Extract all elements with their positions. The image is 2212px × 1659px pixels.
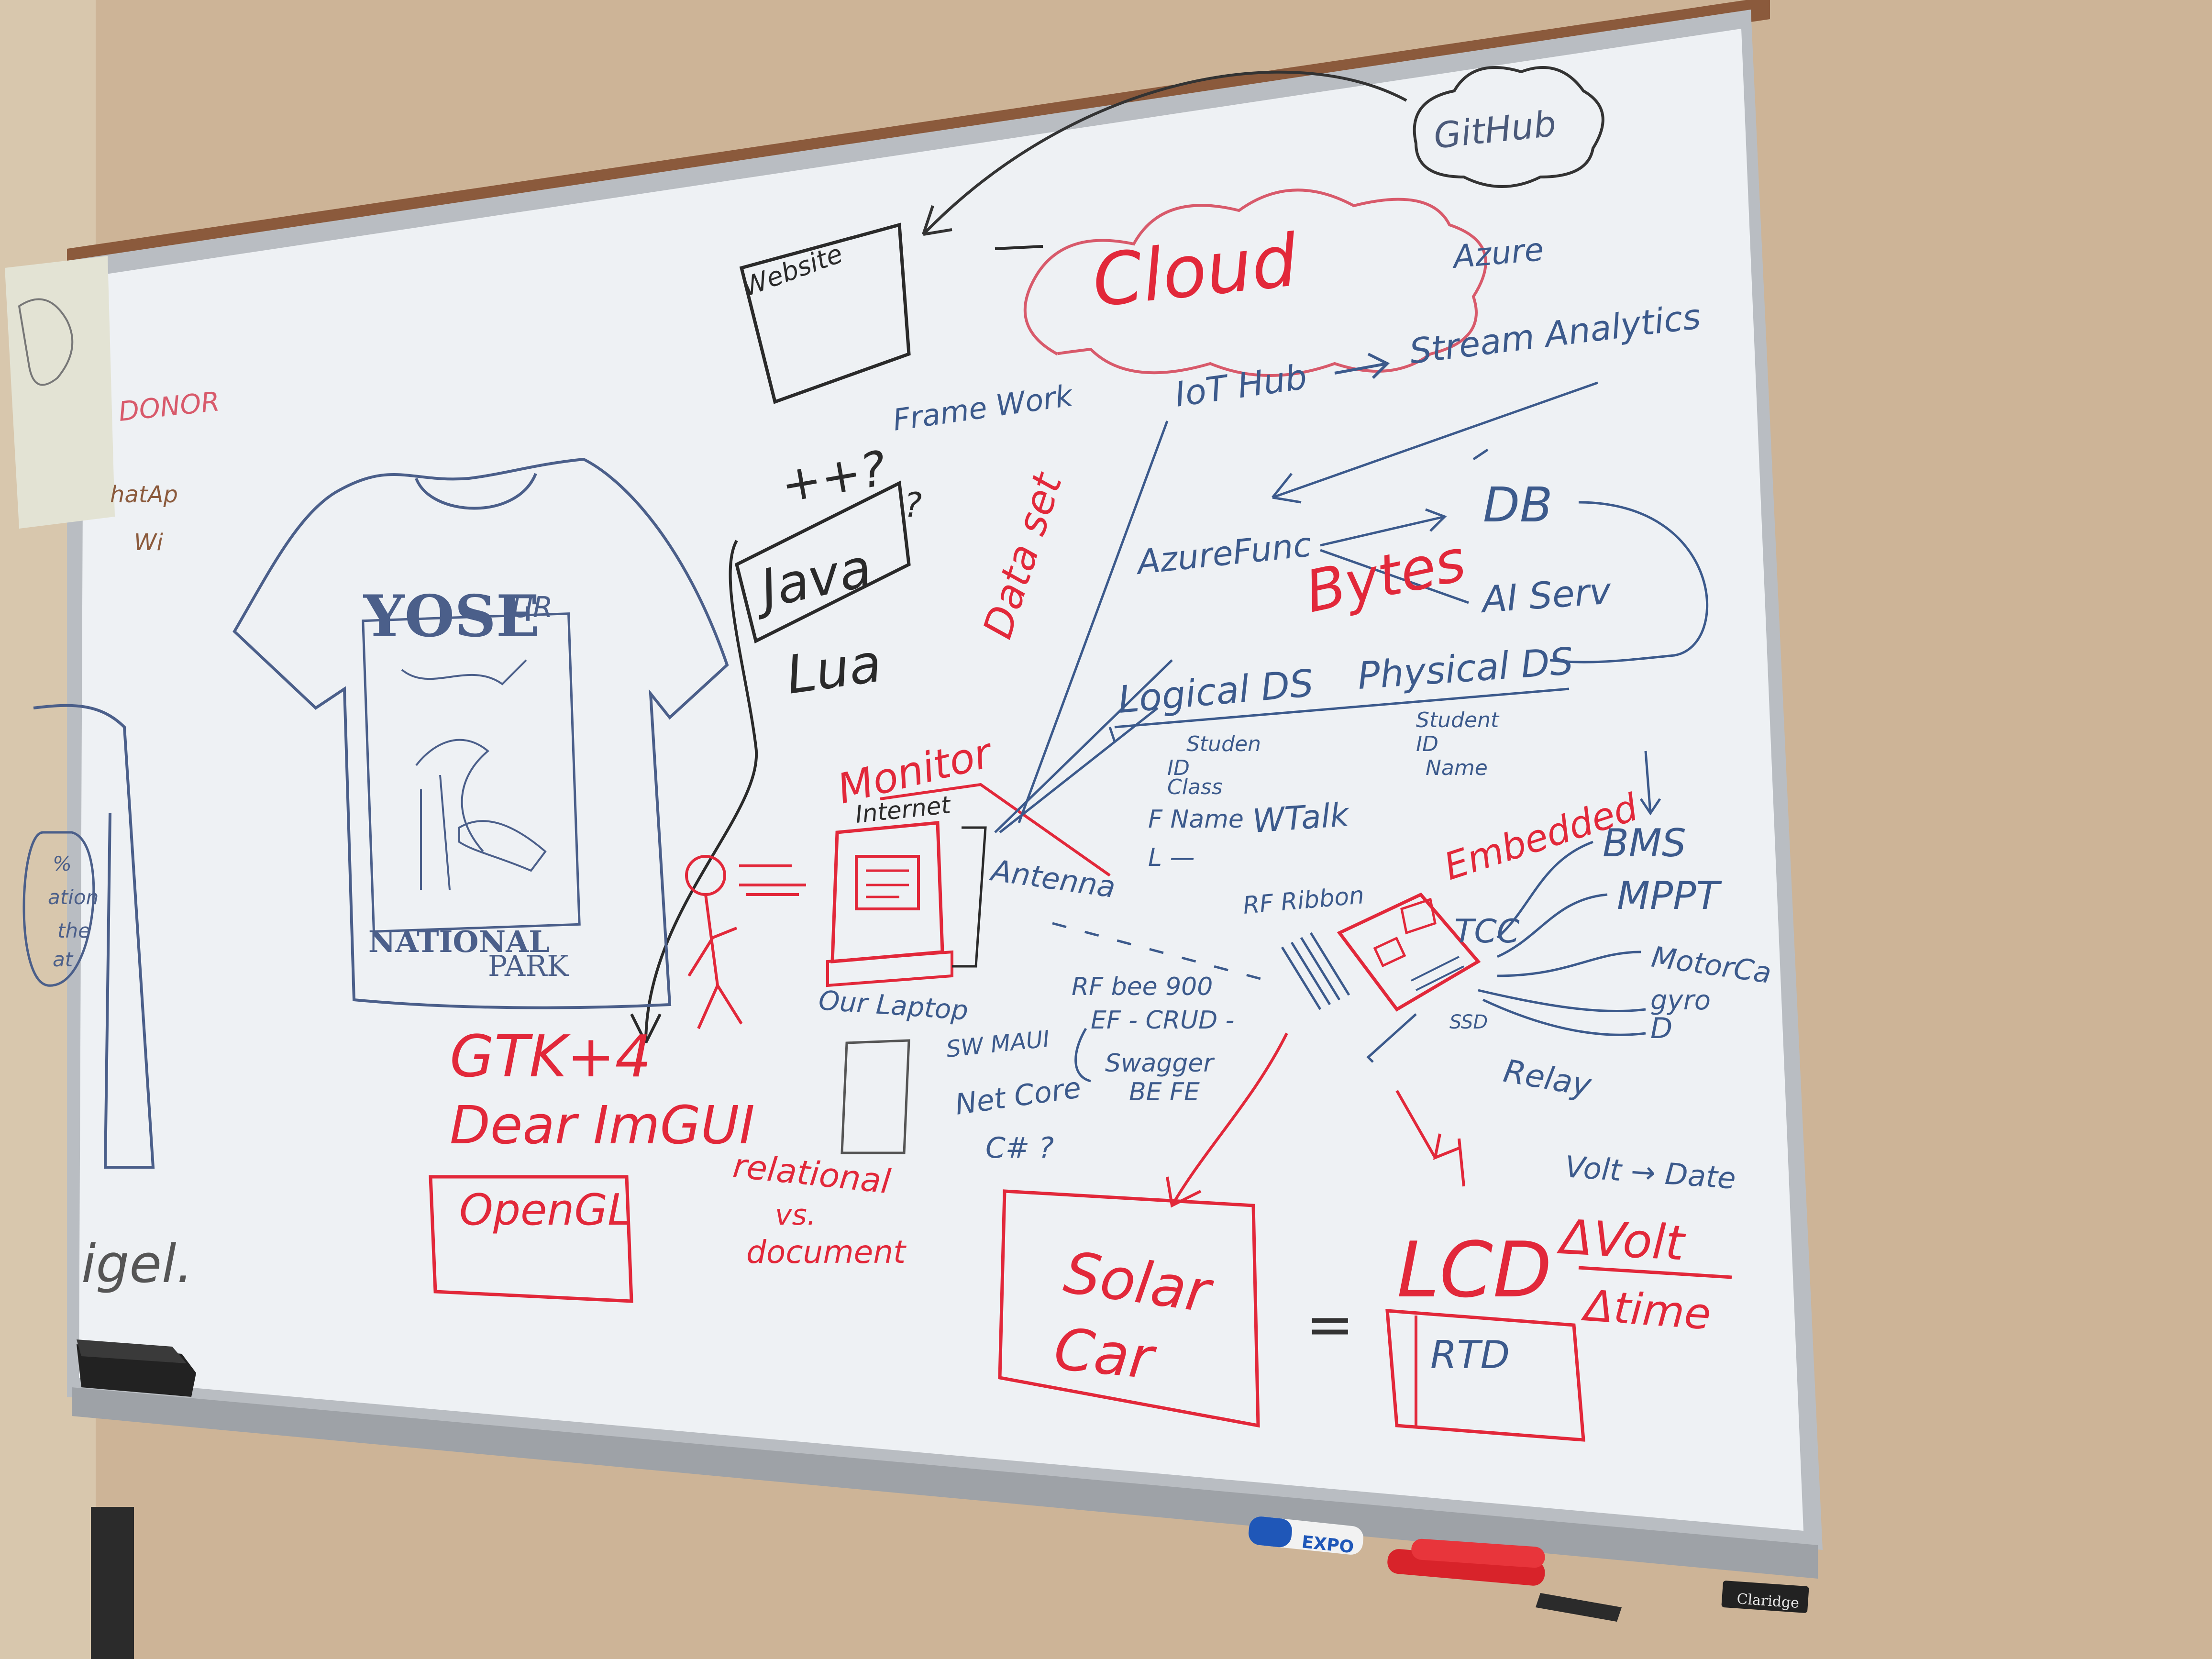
marker-tray bbox=[72, 1387, 1818, 1579]
tablet-sketch bbox=[841, 1039, 910, 1154]
paper-sketch bbox=[18, 298, 74, 386]
dear-imgui-label: Dear ImGUI bbox=[450, 1095, 755, 1156]
db-tick bbox=[1472, 448, 1489, 461]
lcd-label: LCD bbox=[1397, 1225, 1552, 1315]
what-label: hatAp bbox=[110, 481, 178, 508]
arrowhead bbox=[1272, 473, 1302, 504]
laptop-connections bbox=[994, 420, 1173, 833]
tcc-label: TCC bbox=[1454, 913, 1520, 951]
blue-expo-marker: EXPO bbox=[1248, 1516, 1364, 1557]
ds-underline bbox=[1114, 687, 1570, 729]
iot-to-stream-arrow bbox=[1334, 353, 1390, 379]
student-left-1: ID bbox=[1167, 756, 1190, 780]
rf-note-2: Swagger bbox=[1105, 1049, 1215, 1078]
delta-time-label: Δtime bbox=[1580, 1281, 1713, 1340]
ds-tick bbox=[1108, 727, 1116, 742]
azure-label: Azure bbox=[1450, 231, 1545, 276]
rf-note-1: EF - CRUD - bbox=[1091, 1006, 1234, 1035]
shirt-left-line-2: the bbox=[57, 919, 90, 942]
mppt-label: MPPT bbox=[1617, 874, 1723, 918]
rf-notes: RF bee 900 EF - CRUD - Swagger BE FE bbox=[1072, 973, 1234, 1106]
java-question: ? bbox=[904, 486, 922, 525]
student-left-0: Studen bbox=[1186, 732, 1261, 756]
student-right-0: Student bbox=[1416, 708, 1500, 732]
red-expo-marker bbox=[1387, 1538, 1545, 1586]
func-to-db-arrow bbox=[1320, 508, 1447, 547]
student-left-2: Class bbox=[1167, 775, 1223, 799]
db-label: DB bbox=[1483, 477, 1553, 533]
ribbon-cable bbox=[1281, 932, 1350, 1010]
shirt-left-line-0: % bbox=[53, 852, 72, 875]
student-list-left: Studen ID Class F Name L — bbox=[1148, 732, 1261, 872]
ai-loop-arrow bbox=[1549, 501, 1709, 664]
board-to-solar-arrow bbox=[1166, 1032, 1288, 1208]
wtalk-label: WTalk bbox=[1251, 796, 1351, 841]
solar-car-line-1: Car bbox=[1051, 1316, 1160, 1393]
shirt-yose-label: YOSE bbox=[363, 583, 540, 650]
rf-note-3: BE FE bbox=[1129, 1078, 1200, 1106]
relational-line-2: document bbox=[746, 1234, 907, 1271]
shirt-left-line-3: at bbox=[53, 948, 74, 971]
rf-brace bbox=[1074, 1028, 1091, 1083]
solar-car-box: Solar Car bbox=[998, 1189, 1260, 1428]
left-shirt-notes: % ation the at bbox=[22, 831, 99, 987]
d-label: D bbox=[1650, 1012, 1672, 1045]
student-left-3: F Name bbox=[1148, 805, 1244, 834]
equals-label: = bbox=[1306, 1292, 1354, 1358]
arrowhead bbox=[922, 205, 952, 236]
wi-label: Wi bbox=[134, 529, 163, 556]
board-connections bbox=[1478, 841, 1646, 1036]
github-to-website-arrow bbox=[922, 70, 1407, 236]
java-to-gtk-arrow bbox=[644, 540, 758, 1043]
student-right-1: ID bbox=[1416, 732, 1438, 756]
rtd-box: RTD bbox=[1385, 1309, 1585, 1442]
bms-label: BMS bbox=[1603, 821, 1686, 865]
shirt-left-line-1: ation bbox=[48, 885, 99, 909]
student-list-right: Student ID Name bbox=[1416, 708, 1500, 780]
lua-label: Lua bbox=[783, 632, 885, 706]
monitor-red-line bbox=[880, 783, 1111, 877]
cloud-website-line bbox=[995, 245, 1043, 250]
embedded-board bbox=[1337, 892, 1481, 1012]
board-leg bbox=[1366, 1013, 1417, 1063]
floor-object bbox=[91, 1507, 134, 1659]
relational-line-1: vs. bbox=[775, 1198, 816, 1232]
student-left-4: L — bbox=[1148, 843, 1195, 872]
arrowhead bbox=[630, 1013, 662, 1044]
rtd-label: RTD bbox=[1430, 1333, 1510, 1377]
black-clip bbox=[1536, 1593, 1622, 1622]
relay-to-lcd-arrow bbox=[1395, 1090, 1465, 1187]
opengl-box: OpenGL bbox=[429, 1175, 633, 1303]
delta-volt-label: ΔVolt bbox=[1556, 1209, 1688, 1272]
tray-badge: Claridge bbox=[1721, 1581, 1809, 1613]
rf-note-0: RF bee 900 bbox=[1072, 973, 1213, 1001]
stick-figure bbox=[685, 855, 806, 1029]
csharp-label: C# ? bbox=[985, 1131, 1054, 1165]
gtk-label: GTK+4 bbox=[450, 1024, 652, 1090]
pinned-paper bbox=[5, 256, 115, 529]
gyro-label: gyro bbox=[1650, 985, 1711, 1016]
shirt-park-label: PARK bbox=[488, 950, 569, 983]
ssd-label: SSD bbox=[1449, 1011, 1488, 1033]
laptop-drawing bbox=[826, 821, 987, 987]
stapler bbox=[77, 1339, 196, 1397]
dashed-link bbox=[1052, 922, 1268, 982]
opengl-label: OpenGL bbox=[459, 1185, 631, 1235]
second-tshirt bbox=[33, 704, 155, 1169]
ai-serv-label: AI Serv bbox=[1478, 569, 1613, 621]
student-right-2: Name bbox=[1426, 756, 1488, 780]
physical-to-bms-arrow bbox=[1639, 751, 1661, 816]
shirt-ur-label: UR bbox=[512, 591, 553, 624]
whiteboard-surface bbox=[79, 29, 1803, 1531]
shirt-national-label: NATIONAL bbox=[368, 924, 550, 959]
func-to-ai-line bbox=[1320, 549, 1469, 604]
fraction-bar bbox=[1578, 1266, 1732, 1279]
miguel-label: igel. bbox=[81, 1233, 193, 1294]
tshirt-drawing: YOSE UR NATIONAL PARK bbox=[232, 457, 729, 1009]
stream-to-func-arrow bbox=[1272, 381, 1598, 499]
